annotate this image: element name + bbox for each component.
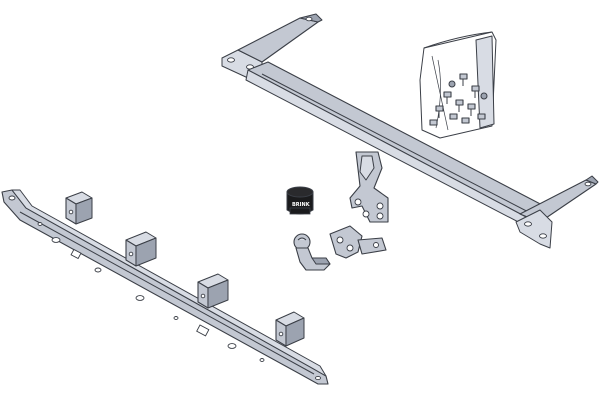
mounting-bracket-3 <box>197 273 229 309</box>
mounting-bracket-4 <box>275 311 305 347</box>
tow-ball-neck <box>293 233 331 271</box>
mounting-bracket-1 <box>65 191 93 225</box>
cap-brand-label: BRINK <box>292 202 311 208</box>
electrical-socket-cap: BRINK <box>286 186 314 215</box>
fastener-bolts <box>429 73 488 126</box>
mounting-bracket-2 <box>125 231 157 267</box>
ball-mounting-plate <box>329 225 387 259</box>
main-crossbar <box>221 13 599 249</box>
lower-perforated-beam <box>1 189 329 385</box>
fastener-bag <box>419 31 497 139</box>
beam-holes <box>8 195 321 381</box>
